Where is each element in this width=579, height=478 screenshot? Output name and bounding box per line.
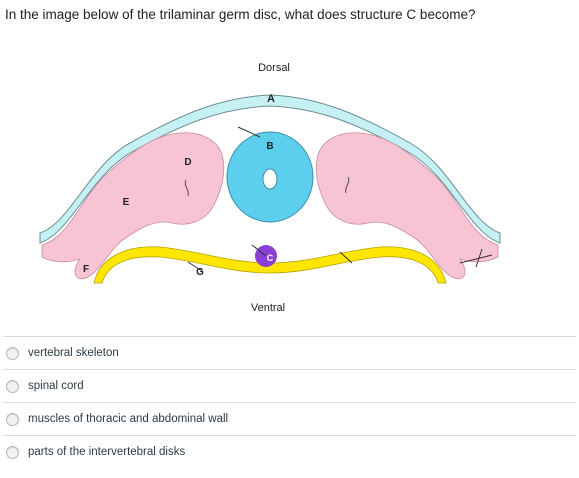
mesoderm-left [41,132,225,280]
radio-button[interactable] [6,445,19,459]
notochord-pointer [251,244,267,257]
neural-canal [262,168,278,190]
germ-disc-diagram: Dorsal A B C D E F G Ventral [30,55,510,320]
pointer-g [187,261,203,272]
somite-curl-left [184,179,189,197]
label-c: C [267,253,274,263]
diagram-svg: Dorsal A B C D E F G Ventral [39,62,501,314]
question-text: In the image below of the trilaminar ger… [5,7,476,22]
answer-label: parts of the intervertebral disks [28,446,186,458]
pointer-right-ecto [459,254,493,264]
label-ventral: Ventral [251,302,285,314]
label-d: D [184,157,191,168]
pointer-right-ecto-tick [475,248,483,268]
radio-button[interactable] [6,346,19,360]
mesoderm-right [315,132,499,280]
label-e: E [123,197,130,208]
label-b: B [266,141,273,152]
answer-label: spinal cord [28,380,84,392]
answer-label: muscles of thoracic and abdominal wall [28,413,229,425]
answer-label: vertebral skeleton [28,347,119,359]
label-dorsal: Dorsal [258,62,290,74]
pointer-right-endo [339,251,353,264]
answer-option[interactable]: vertebral skeleton [3,336,576,369]
label-g: G [196,267,204,278]
label-a: A [267,93,275,105]
answer-option[interactable]: parts of the intervertebral disks [3,435,576,468]
answer-option[interactable]: muscles of thoracic and abdominal wall [3,402,576,435]
pointer-b [237,126,261,138]
answer-option[interactable]: spinal cord [3,369,576,402]
answer-list: vertebral skeleton spinal cord muscles o… [0,336,579,468]
label-f: F [83,264,89,275]
ectoderm-layer [39,94,501,244]
radio-button[interactable] [6,379,19,393]
radio-button[interactable] [6,412,19,426]
somite-curl-right [345,176,350,194]
